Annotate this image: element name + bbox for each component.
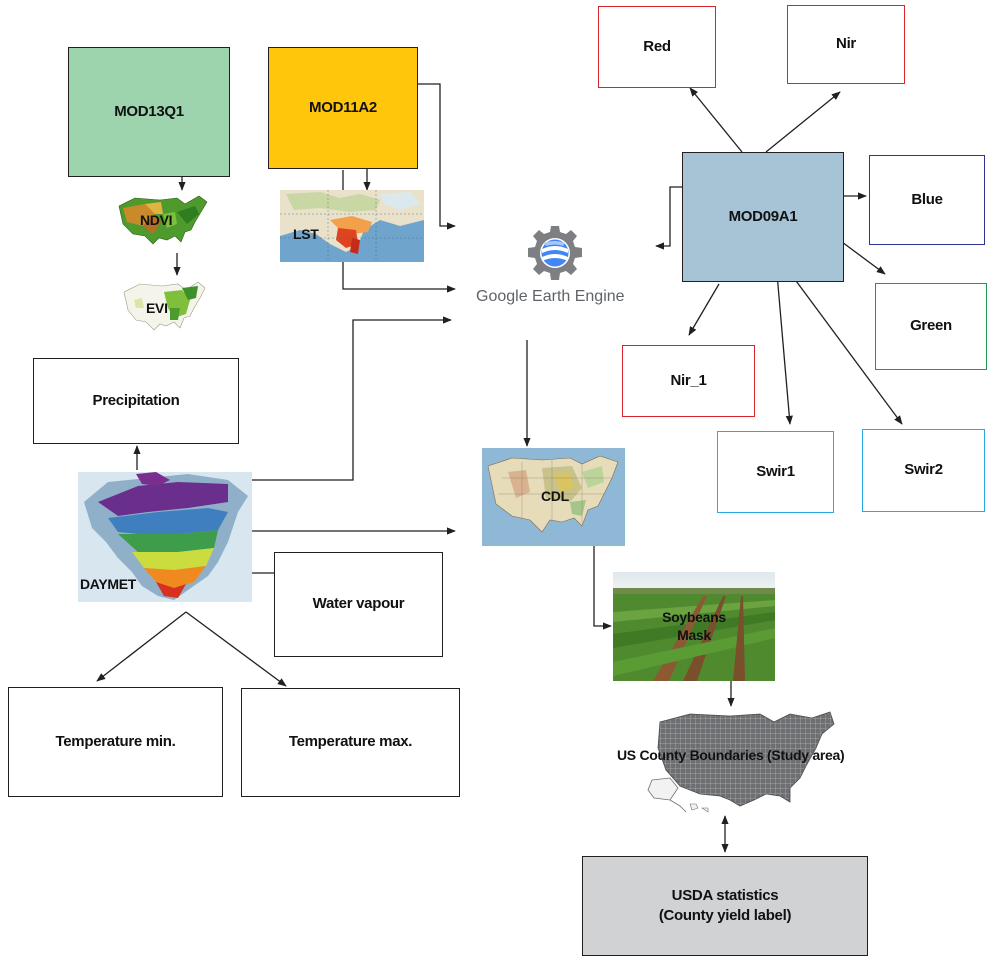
arrow-mod09a1-green xyxy=(837,238,886,275)
soybean-field-photo-icon xyxy=(613,572,775,681)
google-earth-engine-logo: Google Earth Engine xyxy=(470,222,640,320)
arrow-mod09a1-swir2 xyxy=(784,265,903,425)
evi-label: EVI xyxy=(146,300,168,316)
precipitation-label: Precipitation xyxy=(92,391,180,409)
water-vapour-box: Water vapour xyxy=(274,552,443,657)
north-america-lst-map-icon xyxy=(280,190,424,262)
ndvi-label: NDVI xyxy=(140,212,173,228)
temp-max-label: Temperature max. xyxy=(288,733,413,751)
band-blue-box: Blue xyxy=(869,155,985,245)
arrow-mod09a1-nir xyxy=(765,91,841,153)
band-swir2-label: Swir2 xyxy=(904,461,943,479)
band-nir1-label: Nir_1 xyxy=(670,371,707,389)
band-green-label: Green xyxy=(910,317,952,335)
usda-box: USDA statistics (County yield label) xyxy=(582,856,868,956)
soybeans-label-line1: Soybeans xyxy=(662,609,726,625)
us-cdl-map-icon xyxy=(482,448,625,546)
band-red-label: Red xyxy=(643,37,671,55)
mod13q1-box: MOD13Q1 xyxy=(68,47,230,177)
daymet-label: DAYMET xyxy=(80,576,137,592)
temp-min-label: Temperature min. xyxy=(55,732,176,750)
us-ndvi-map-icon xyxy=(115,192,211,250)
mod09a1-label: MOD09A1 xyxy=(728,207,798,225)
usda-label-line2: (County yield label) xyxy=(658,907,792,924)
temp-max-box: Temperature max. xyxy=(241,688,460,797)
arrow-mod09a1-red xyxy=(689,87,743,153)
temp-min-box: Temperature min. xyxy=(8,687,223,797)
band-red-box: Red xyxy=(598,6,716,88)
cdl-label: CDL xyxy=(541,488,569,504)
gee-label: Google Earth Engine xyxy=(476,288,625,305)
mod11a2-box: MOD11A2 xyxy=(268,47,418,169)
band-swir2-box: Swir2 xyxy=(862,429,985,512)
arrow-daymet-tempmin xyxy=(96,611,187,682)
arrow-mod09a1-gee xyxy=(655,186,682,250)
us-evi-map-icon xyxy=(120,278,208,336)
arrow-daymet-gee xyxy=(252,316,452,481)
north-america-daymet-map-icon xyxy=(78,472,252,602)
band-nir1-box: Nir_1 xyxy=(622,345,755,417)
mod09a1-box: MOD09A1 xyxy=(682,152,844,282)
band-green-box: Green xyxy=(875,283,987,370)
mod13q1-label: MOD13Q1 xyxy=(114,102,184,120)
arrow-mod11a2-gee xyxy=(418,83,456,230)
earth-engine-logo-icon xyxy=(528,226,582,280)
us-county-map-icon xyxy=(640,708,838,818)
band-nir-label: Nir xyxy=(836,35,856,53)
arrow-cdl-soybeans xyxy=(593,546,612,630)
lst-label: LST xyxy=(293,226,319,242)
water-vapour-label: Water vapour xyxy=(312,595,405,613)
band-swir1-box: Swir1 xyxy=(717,431,834,513)
band-nir-box: Nir xyxy=(787,5,905,84)
county-label: US County Boundaries (Study area) xyxy=(617,747,845,763)
arrow-daymet-tempmax xyxy=(185,611,287,687)
soybeans-label: Soybeans Mask xyxy=(644,609,744,644)
band-swir1-label: Swir1 xyxy=(756,462,795,480)
arrow-mod09a1-swir1 xyxy=(775,261,793,425)
mod11a2-label: MOD11A2 xyxy=(309,98,377,116)
usda-label-line1: USDA statistics xyxy=(671,886,779,904)
precipitation-box: Precipitation xyxy=(33,358,239,444)
soybeans-label-line2: Mask xyxy=(677,626,711,643)
arrow-mod09a1-nir1 xyxy=(688,283,720,336)
band-blue-label: Blue xyxy=(911,190,943,208)
